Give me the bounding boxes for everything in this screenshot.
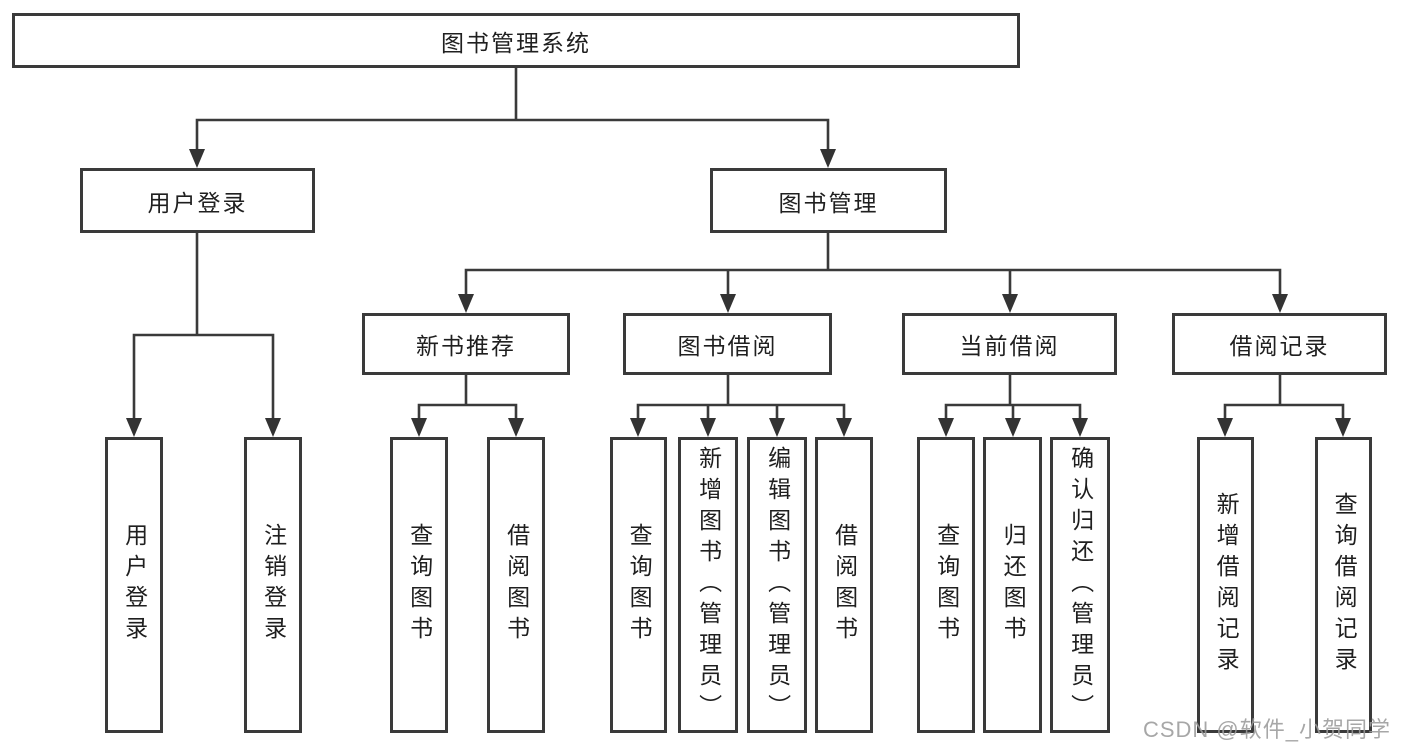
arrowhead xyxy=(411,418,427,437)
connector-lines xyxy=(132,68,1345,421)
leaf-return-book: 归还图书 xyxy=(983,437,1042,733)
arrowhead xyxy=(265,418,281,437)
node-book-management: 图书管理 xyxy=(710,168,947,233)
arrowhead xyxy=(508,418,524,437)
arrowhead xyxy=(820,149,836,168)
leaf-edit-book-admin: 编辑图书（管理员） xyxy=(747,437,807,733)
connector-new-book-to-leaves xyxy=(417,375,518,421)
connector-current-to-leaves xyxy=(944,375,1082,421)
arrowhead xyxy=(1335,418,1351,437)
node-user-login: 用户登录 xyxy=(80,168,315,233)
arrowhead xyxy=(126,418,142,437)
arrowheads xyxy=(126,149,1351,437)
leaf-confirm-return-admin: 确认归还（管理员） xyxy=(1050,437,1110,733)
node-new-book-recommend: 新书推荐 xyxy=(362,313,570,375)
leaf-query-book-2: 查询图书 xyxy=(610,437,667,733)
arrowhead xyxy=(720,294,736,313)
leaf-query-borrow-record: 查询借阅记录 xyxy=(1315,437,1372,733)
arrowhead xyxy=(836,418,852,437)
connector-borrow-to-leaves xyxy=(636,375,846,421)
arrowhead xyxy=(769,418,785,437)
arrowhead xyxy=(189,149,205,168)
leaf-user-login: 用户登录 xyxy=(105,437,163,733)
arrowhead xyxy=(1005,418,1021,437)
arrowhead xyxy=(700,418,716,437)
connector-user-login-to-leaves xyxy=(132,233,275,421)
connector-record-to-leaves xyxy=(1223,375,1345,421)
leaf-borrow-book-1: 借阅图书 xyxy=(487,437,545,733)
arrowhead xyxy=(938,418,954,437)
arrowhead xyxy=(458,294,474,313)
node-root-system: 图书管理系统 xyxy=(12,13,1020,68)
node-book-borrow: 图书借阅 xyxy=(623,313,832,375)
arrowhead xyxy=(1217,418,1233,437)
node-current-borrow: 当前借阅 xyxy=(902,313,1117,375)
connector-root-to-level2 xyxy=(195,68,830,152)
leaf-borrow-book-2: 借阅图书 xyxy=(815,437,873,733)
leaf-add-book-admin: 新增图书（管理员） xyxy=(678,437,738,733)
leaf-query-book-1: 查询图书 xyxy=(390,437,448,733)
node-borrow-record: 借阅记录 xyxy=(1172,313,1387,375)
csdn-watermark: CSDN @软件_小贺同学 xyxy=(1142,717,1391,742)
arrowhead xyxy=(1272,294,1288,313)
leaf-query-book-3: 查询图书 xyxy=(917,437,975,733)
arrowhead xyxy=(630,418,646,437)
connector-book-mgmt-to-level3 xyxy=(464,233,1282,297)
arrowhead xyxy=(1002,294,1018,313)
leaf-add-borrow-record: 新增借阅记录 xyxy=(1197,437,1254,733)
leaf-logout: 注销登录 xyxy=(244,437,302,733)
arrowhead xyxy=(1072,418,1088,437)
